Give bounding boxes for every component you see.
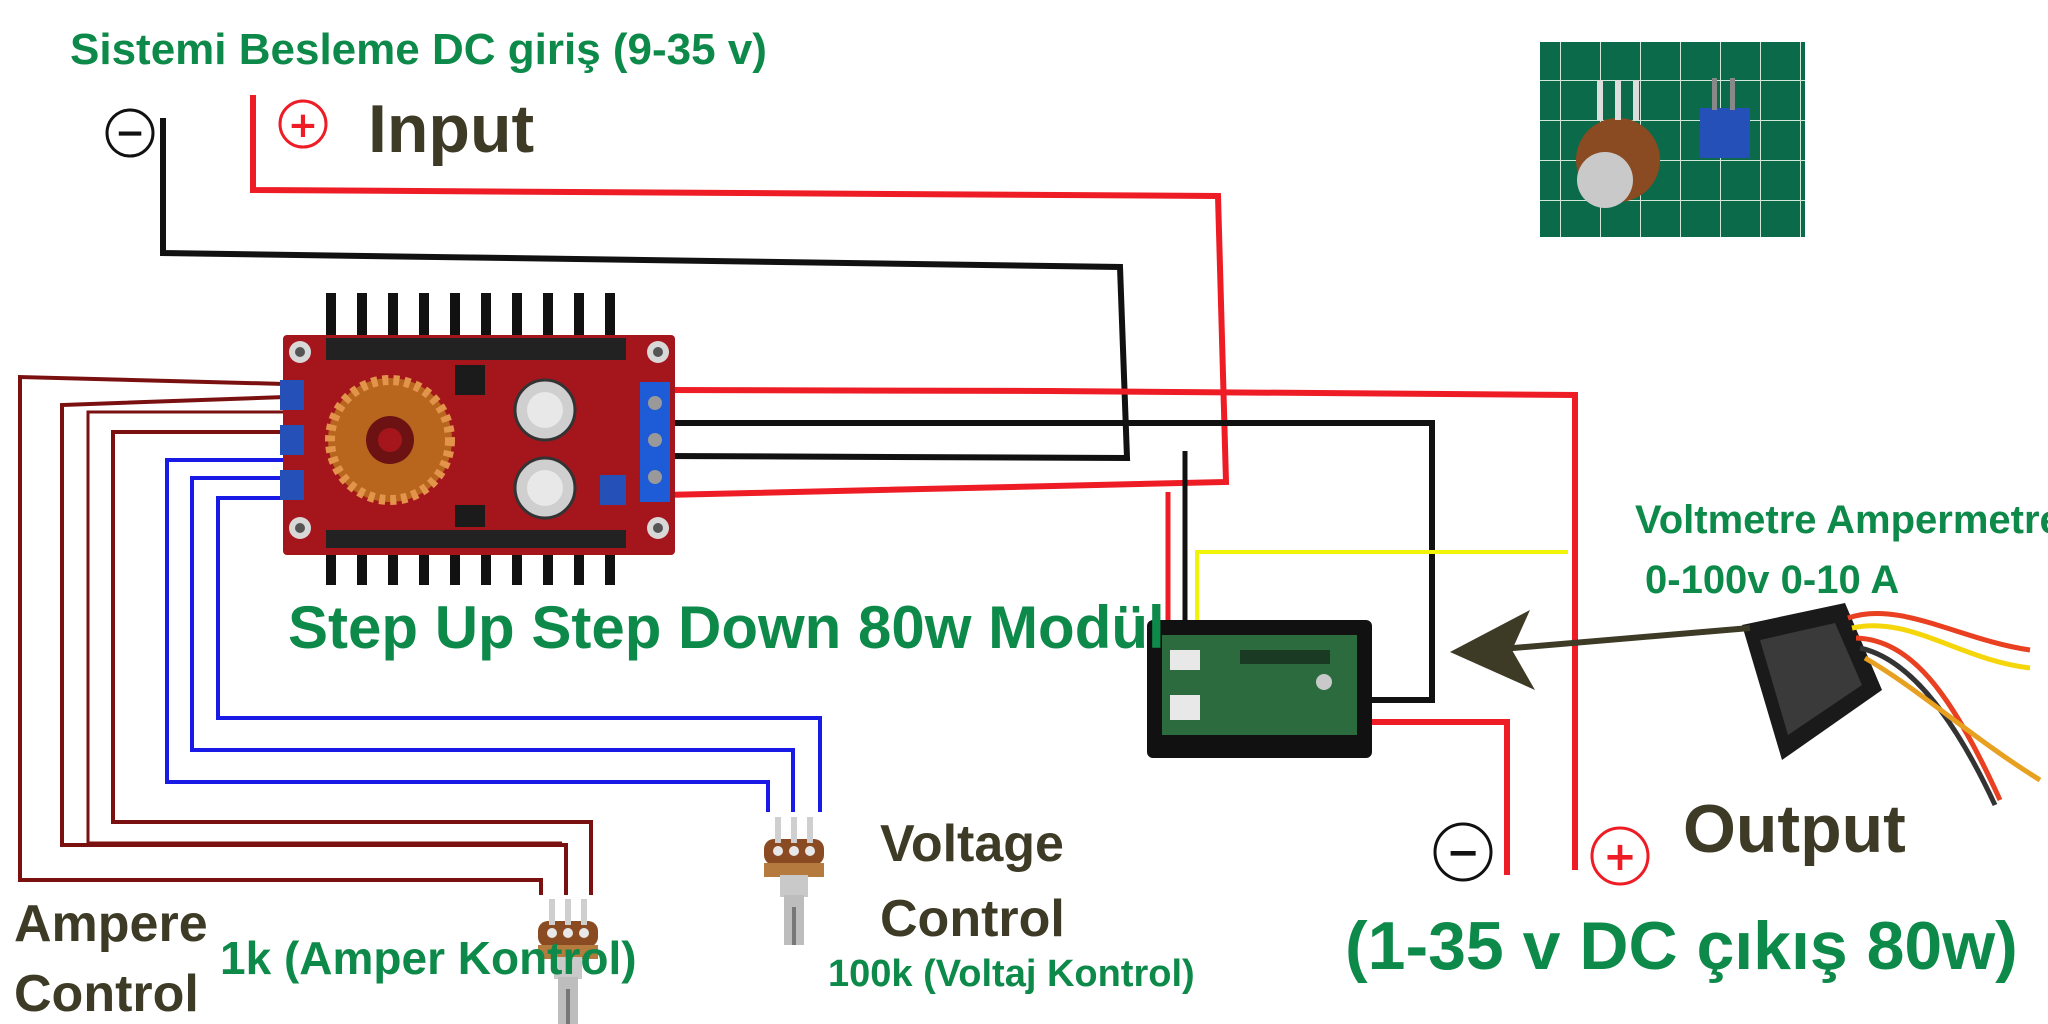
- voltage-control-line1: Voltage: [880, 815, 1064, 873]
- wire-ampere-4: [111, 430, 593, 895]
- heatsink-top-fins: [326, 293, 615, 343]
- wire-meter-yellow: [1195, 550, 1568, 652]
- step-module: [280, 293, 675, 585]
- output-spec-label: (1-35 v DC çıkış 80w): [1345, 908, 2018, 984]
- wire-voltage-1: [165, 458, 770, 812]
- module-label: Step Up Step Down 80w Modül: [288, 594, 1165, 661]
- voltage-control-line2: Control: [880, 890, 1065, 948]
- plus-symbol-output: +: [1603, 834, 1637, 880]
- wire-voltage-2: [190, 476, 795, 812]
- input-label: Input: [368, 91, 535, 167]
- meter-label-line2: 0-100v 0-10 A: [1645, 558, 1900, 602]
- arrow-icon: [1450, 610, 1751, 690]
- ampere-control-line1: Ampere: [14, 895, 208, 953]
- meter-photo: [1742, 603, 2042, 807]
- trimmer-icon: [280, 380, 626, 505]
- output-label: Output: [1683, 791, 1906, 867]
- component-photo: [1540, 42, 1805, 237]
- plus-icon: +: [1590, 826, 1650, 886]
- plus-icon: +: [278, 99, 328, 149]
- minus-symbol-input: −: [115, 113, 145, 154]
- ampere-pot-label: 1k (Amper Kontrol): [220, 932, 637, 984]
- capacitor-icon: [513, 378, 577, 520]
- inductor-icon: [325, 375, 455, 505]
- meter-icon: [1147, 620, 1372, 758]
- minus-icon: −: [105, 108, 155, 158]
- ampere-control-line2: Control: [14, 965, 199, 1023]
- wire-ampere-2: [60, 395, 568, 895]
- minus-symbol-output: −: [1446, 830, 1480, 876]
- supply-label: Sistemi Besleme DC giriş (9-35 v): [70, 25, 767, 74]
- meter-label-line1: Voltmetre Ampermetre: [1635, 498, 2048, 542]
- wire-ampere-1: [18, 374, 543, 895]
- plus-symbol-input: +: [288, 105, 318, 146]
- wire-input-red: [250, 95, 1230, 498]
- potentiometer-icon: [764, 817, 824, 945]
- wire-voltage-3: [216, 496, 822, 812]
- wire-input-black: [160, 118, 1131, 462]
- heatsink-bottom-fins: [326, 530, 615, 585]
- minus-icon: −: [1433, 822, 1493, 882]
- wire-ampere-3: [86, 410, 562, 845]
- wire-output-red: [662, 387, 1578, 870]
- voltage-pot-label: 100k (Voltaj Kontrol): [828, 953, 1195, 995]
